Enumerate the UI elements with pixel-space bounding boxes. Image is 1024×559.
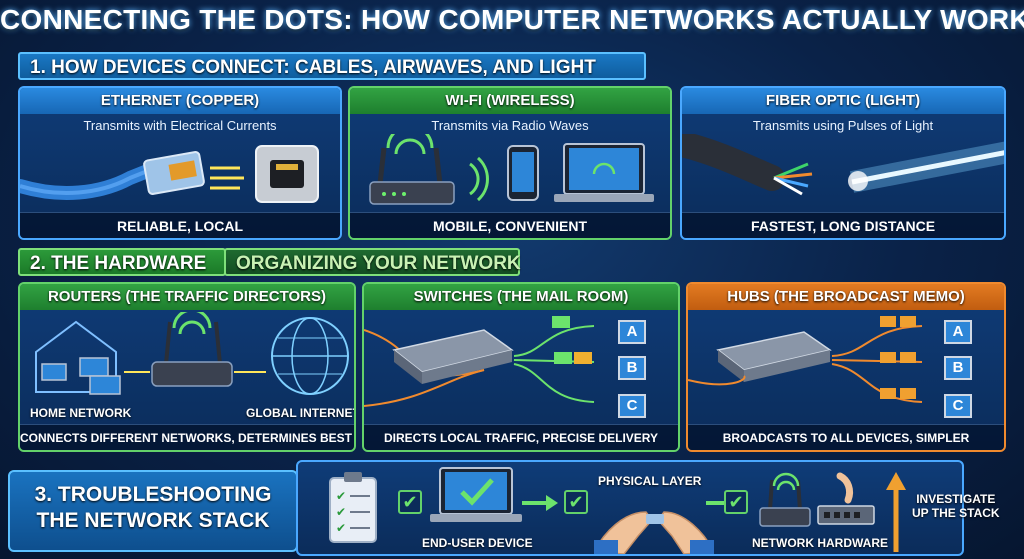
hub-device-c: C — [944, 394, 972, 418]
svg-text:✔: ✔ — [336, 505, 346, 519]
hubs-footer: BROADCASTS TO ALL DEVICES, SIMPLER — [688, 424, 1004, 450]
ethernet-footer: RELIABLE, LOCAL — [20, 212, 340, 238]
router-network-icon — [35, 312, 349, 395]
fiber-subtitle: Transmits using Pulses of Light — [752, 118, 934, 133]
step-arrow-icon — [522, 495, 558, 511]
ethernet-cable-icon — [20, 145, 319, 203]
routers-footer: CONNECTS DIFFERENT NETWORKS, DETERMINES … — [20, 424, 354, 450]
network-hardware-label: NETWORK HARDWARE — [752, 536, 888, 550]
ethernet-card: ETHERNET (COPPER) Transmits with Electri… — [18, 86, 342, 240]
routers-card: ROUTERS (THE TRAFFIC DIRECTORS) HOME NET… — [18, 282, 356, 452]
hub-device-b: B — [944, 356, 972, 380]
hardware-check-icon: ✔ — [724, 490, 748, 514]
hands-cable-icon — [594, 511, 714, 554]
ethernet-subtitle: Transmits with Electrical Currents — [83, 118, 277, 133]
investigate-label: INVESTIGATE UP THE STACK — [912, 492, 1000, 520]
laptop-check-icon — [430, 467, 522, 522]
fiber-footer: FASTEST, LONG DISTANCE — [682, 212, 1004, 238]
switches-title: SWITCHES (THE MAIL ROOM) — [364, 284, 678, 310]
clipboard-icon: ✔ ✔ ✔ — [329, 472, 377, 543]
svg-text:✔: ✔ — [336, 521, 346, 535]
routers-title: ROUTERS (THE TRAFFIC DIRECTORS) — [20, 284, 354, 310]
section2-subheading: ORGANIZING YOUR NETWORK — [224, 248, 521, 276]
switch-diagram-icon — [364, 316, 595, 407]
hub-diagram-icon — [688, 316, 923, 403]
section2-heading: 2. THE HARDWARE — [18, 248, 226, 276]
switch-device-b: B — [618, 356, 646, 380]
physical-layer-label: PHYSICAL LAYER — [598, 474, 702, 488]
switches-footer: DIRECTS LOCAL TRAFFIC, PRECISE DELIVERY — [364, 424, 678, 450]
fiber-optic-icon — [682, 134, 1004, 196]
wireless-devices-icon — [369, 134, 654, 205]
physical-check-icon: ✔ — [564, 490, 588, 514]
global-internet-label: GLOBAL INTERNET — [246, 406, 356, 420]
router-switch-icon — [759, 472, 875, 527]
switch-device-a: A — [618, 320, 646, 344]
hub-device-a: A — [944, 320, 972, 344]
hubs-card: HUBS (THE BROADCAST MEMO) A B C BROADCAS… — [686, 282, 1006, 452]
wifi-card: WI-FI (WIRELESS) Transmits via Radio Wav… — [348, 86, 672, 240]
svg-text:✔: ✔ — [336, 489, 346, 503]
section1-heading: 1. HOW DEVICES CONNECT: CABLES, AIRWAVES… — [18, 52, 646, 80]
section3-heading: 3. TROUBLESHOOTING THE NETWORK STACK — [8, 470, 298, 552]
up-arrow-icon — [886, 472, 906, 552]
wifi-title: WI-FI (WIRELESS) — [350, 88, 670, 114]
ethernet-title: ETHERNET (COPPER) — [20, 88, 340, 114]
fiber-card: FIBER OPTIC (LIGHT) Transmits using Puls… — [680, 86, 1006, 240]
section3-heading-line2: THE NETWORK STACK — [36, 509, 270, 532]
home-network-label: HOME NETWORK — [30, 406, 132, 420]
fiber-title: FIBER OPTIC (LIGHT) — [682, 88, 1004, 114]
switch-device-c: C — [618, 394, 646, 418]
switches-card: SWITCHES (THE MAIL ROOM) A B C DIRECTS L… — [362, 282, 680, 452]
end-user-device-label: END-USER DEVICE — [422, 536, 533, 550]
wifi-footer: MOBILE, CONVENIENT — [350, 212, 670, 238]
hubs-title: HUBS (THE BROADCAST MEMO) — [688, 284, 1004, 310]
page-title: CONNECTING THE DOTS: HOW COMPUTER NETWOR… — [0, 4, 1024, 35]
end-user-check-icon: ✔ — [398, 490, 422, 514]
wifi-subtitle: Transmits via Radio Waves — [431, 118, 589, 133]
section3-heading-line1: 3. TROUBLESHOOTING — [34, 483, 272, 506]
